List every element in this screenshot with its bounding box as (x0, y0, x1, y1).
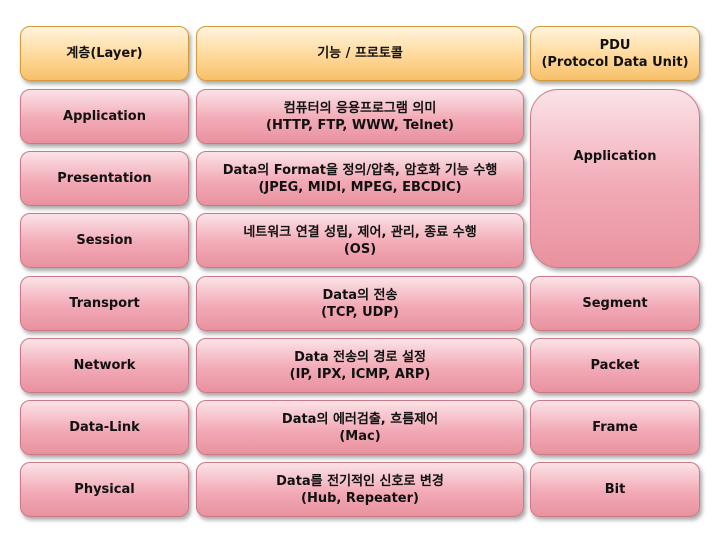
header-layer: 계층(Layer) (20, 26, 189, 81)
function-protocols: (Mac) (339, 428, 381, 444)
header-function: 기능 / 프로토콜 (196, 26, 524, 81)
pdu-frame: Frame (530, 400, 700, 455)
function-desc: 컴퓨터의 응용프로그램 의미 (283, 100, 437, 116)
header-function-label: 기능 / 프로토콜 (317, 46, 403, 61)
function-desc: Data의 에러검출, 흐름제어 (281, 411, 439, 427)
header-pdu: PDU (Protocol Data Unit) (530, 26, 700, 81)
function-desc: Data의 전송 (322, 287, 398, 303)
function-network: Data 전송의 경로 설정 (IP, IPX, ICMP, ARP) (196, 338, 524, 393)
pdu-label: Bit (604, 482, 626, 497)
layer-name: Presentation (57, 171, 152, 186)
function-desc: Data를 전기적인 신호로 변경 (276, 473, 444, 489)
layer-presentation: Presentation (20, 151, 189, 206)
function-desc: Data의 Format을 정의/압축, 암호화 기능 수행 (222, 162, 498, 178)
layer-name: Physical (74, 482, 135, 497)
pdu-label: Segment (582, 296, 648, 311)
function-protocols: (TCP, UDP) (321, 304, 399, 320)
pdu-label: Frame (592, 420, 638, 435)
layer-network: Network (20, 338, 189, 393)
header-pdu-sublabel: (Protocol Data Unit) (541, 54, 689, 70)
pdu-packet: Packet (530, 338, 700, 393)
function-protocols: (JPEG, MIDI, MPEG, EBCDIC) (258, 179, 462, 195)
header-pdu-label: PDU (599, 37, 631, 53)
function-physical: Data를 전기적인 신호로 변경 (Hub, Repeater) (196, 462, 524, 517)
pdu-segment: Segment (530, 276, 700, 331)
function-application: 컴퓨터의 응용프로그램 의미 (HTTP, FTP, WWW, Telnet) (196, 89, 524, 144)
layer-name: Data-Link (69, 420, 140, 435)
layer-datalink: Data-Link (20, 400, 189, 455)
function-protocols: (Hub, Repeater) (301, 490, 419, 506)
function-protocols: (OS) (343, 241, 377, 257)
layer-name: Application (63, 109, 146, 124)
function-desc: Data 전송의 경로 설정 (294, 349, 426, 365)
layer-session: Session (20, 213, 189, 268)
function-protocols: (HTTP, FTP, WWW, Telnet) (266, 117, 454, 133)
layer-name: Transport (69, 296, 140, 311)
layer-name: Network (73, 358, 136, 373)
layer-physical: Physical (20, 462, 189, 517)
pdu-label: Packet (590, 358, 640, 373)
function-protocols: (IP, IPX, ICMP, ARP) (289, 366, 431, 382)
function-datalink: Data의 에러검출, 흐름제어 (Mac) (196, 400, 524, 455)
function-session: 네트워크 연결 성립, 제어, 관리, 종료 수행 (OS) (196, 213, 524, 268)
pdu-label: Application (573, 149, 657, 164)
layer-application: Application (20, 89, 189, 144)
pdu-application: Application (530, 89, 700, 268)
layer-name: Session (76, 233, 133, 248)
layer-transport: Transport (20, 276, 189, 331)
function-desc: 네트워크 연결 성립, 제어, 관리, 종료 수행 (243, 224, 477, 240)
function-transport: Data의 전송 (TCP, UDP) (196, 276, 524, 331)
pdu-bit: Bit (530, 462, 700, 517)
function-presentation: Data의 Format을 정의/압축, 암호화 기능 수행 (JPEG, MI… (196, 151, 524, 206)
header-layer-label: 계층(Layer) (66, 46, 143, 61)
